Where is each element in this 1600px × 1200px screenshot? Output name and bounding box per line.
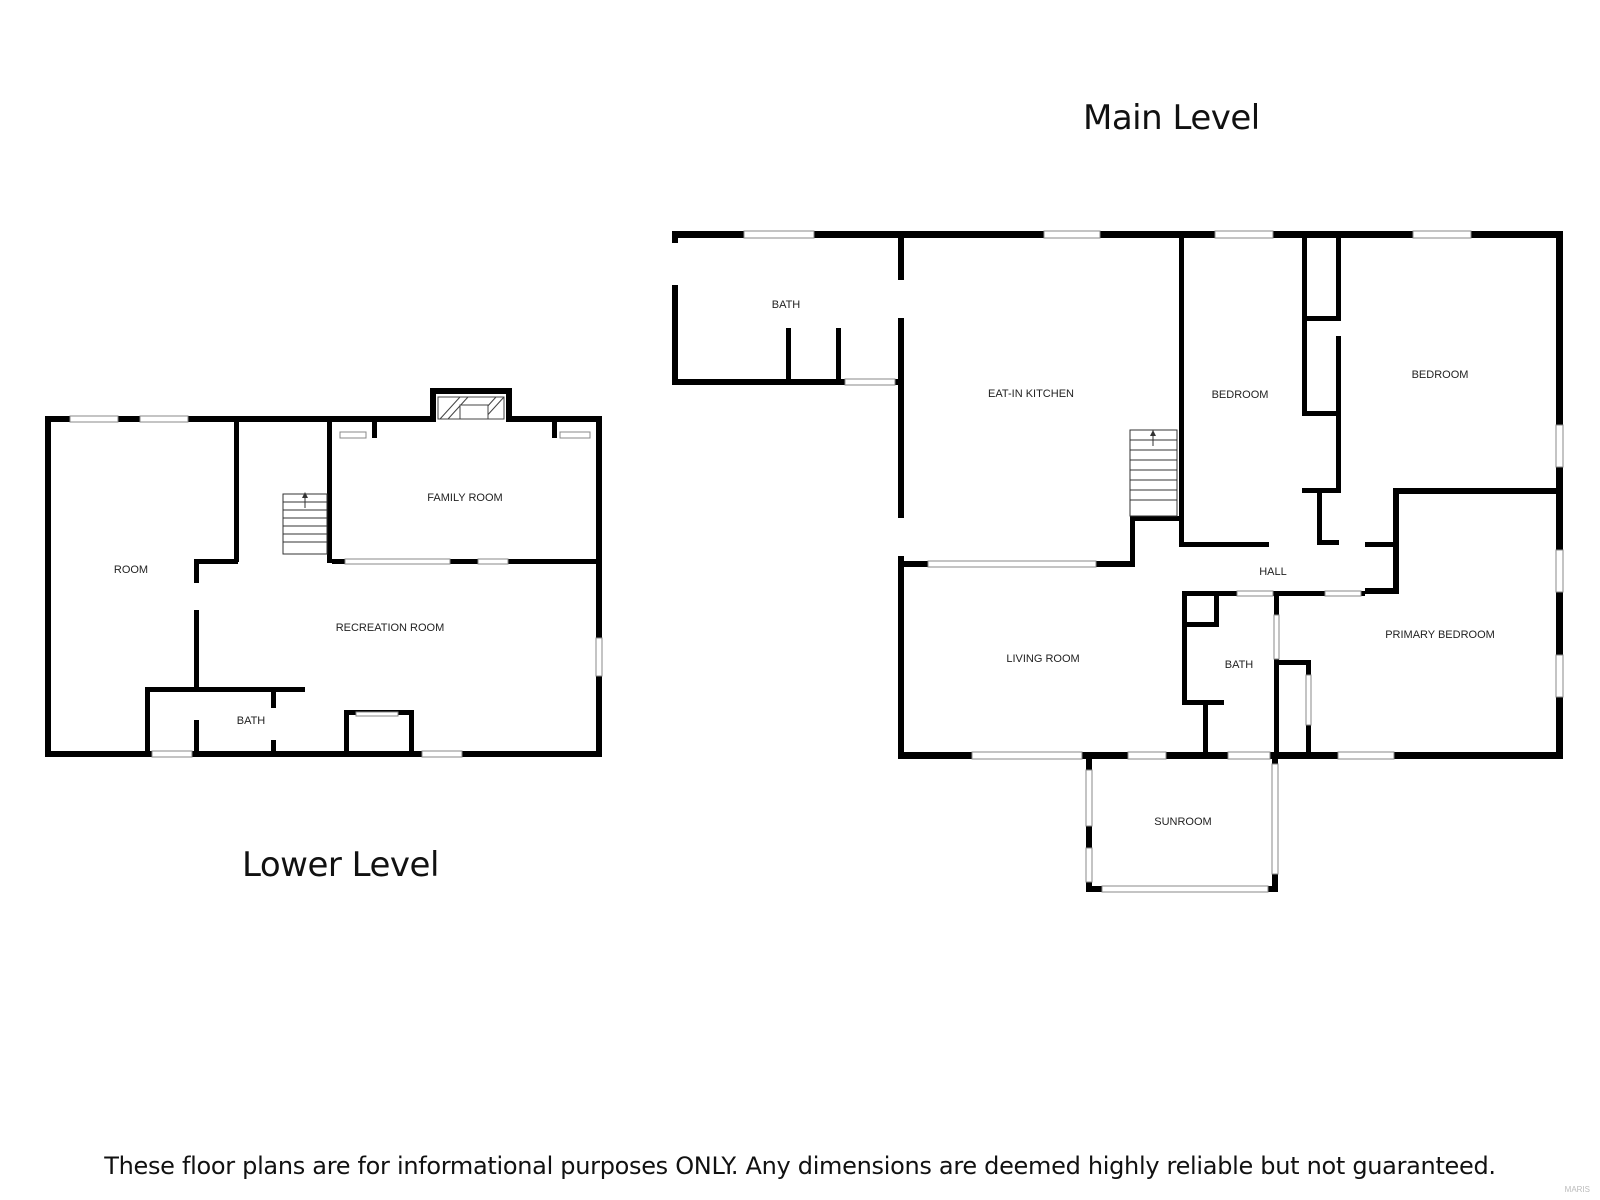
room-label-family-room: FAMILY ROOM [427, 492, 502, 504]
room-label-main-bath: BATH [1225, 659, 1254, 671]
room-label-lower-bath: BATH [237, 715, 266, 727]
main-level-plan: BATH EAT-IN KITCHEN BEDROOM BEDROOM HALL… [672, 230, 1564, 893]
room-label-room: ROOM [114, 564, 148, 576]
room-label-main-bath-top: BATH [772, 299, 801, 311]
main-stairs [1129, 429, 1178, 517]
room-label-bedroom-2: BEDROOM [1412, 369, 1469, 381]
disclaimer-text: These floor plans are for informational … [104, 1152, 1496, 1180]
watermark-text: MARIS [1564, 1185, 1590, 1194]
room-label-sunroom: SUNROOM [1154, 816, 1211, 828]
room-label-bedroom-1: BEDROOM [1212, 389, 1269, 401]
room-label-primary-bedroom: PRIMARY BEDROOM [1385, 629, 1495, 641]
room-label-eat-in-kitchen: EAT-IN KITCHEN [988, 388, 1074, 400]
lower-stairs [282, 492, 328, 555]
lower-level-plan: ROOM FAMILY ROOM RECREATION ROOM BATH [45, 388, 603, 758]
room-label-hall: HALL [1259, 566, 1287, 578]
main-level-title: Main Level [1083, 98, 1260, 138]
fireplace-hatch [437, 396, 505, 420]
room-label-living-room: LIVING ROOM [1006, 653, 1079, 665]
room-label-recreation-room: RECREATION ROOM [336, 622, 445, 634]
lower-level-title: Lower Level [242, 845, 439, 885]
